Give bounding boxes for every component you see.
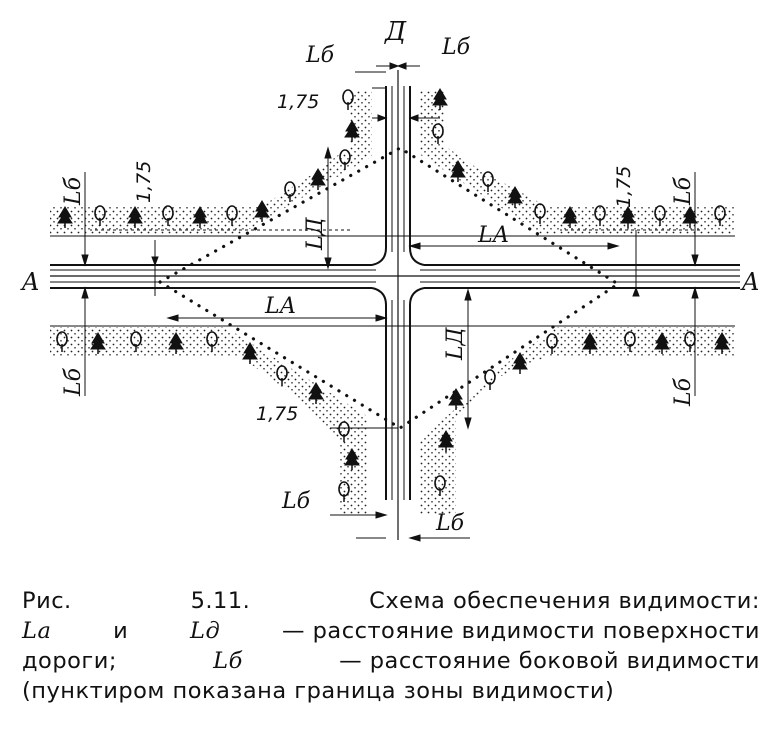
label-175-right: 1,75 <box>613 166 635 208</box>
tree-icons <box>56 88 730 502</box>
caption-prefix: Рис. <box>22 588 72 614</box>
caption-number: 5.11. <box>190 588 251 614</box>
caption-symbol-la: Lа <box>22 618 52 644</box>
visibility-boundary <box>156 146 621 430</box>
label-lb-right-lower: Lб <box>671 377 696 407</box>
roadside-forest-zones <box>50 90 735 514</box>
figure-caption: Рис. 5.11. Схема обеспечения видимости: … <box>22 586 760 706</box>
caption-road: дороги; <box>22 648 117 674</box>
label-lb-left-upper: Lб <box>61 176 86 206</box>
label-lb-left-lower: Lб <box>61 367 86 397</box>
label-175-bottom: 1,75 <box>256 403 298 425</box>
visibility-zones <box>160 148 618 428</box>
caption-symbol-ld: Lд <box>190 618 221 644</box>
secondary-road-d <box>371 70 425 540</box>
main-road-a <box>50 235 740 327</box>
label-section-a-left: A <box>20 268 39 296</box>
label-lb-bottom-left: Lб <box>281 489 311 514</box>
label-ld-upper: LД <box>303 216 328 251</box>
label-section-d: Д <box>384 17 407 47</box>
caption-line-4: (пунктиром показана граница зоны видимос… <box>22 676 760 706</box>
label-lb-top-left: Lб <box>305 43 335 68</box>
caption-title: Схема обеспечения видимости: <box>369 588 760 614</box>
label-175-top: 1,75 <box>277 91 319 113</box>
caption-line-2: Lа и Lд — расстояние видимости поверхнос… <box>22 616 760 646</box>
caption-note: (пунктиром показана граница зоны видимос… <box>22 678 615 704</box>
caption-line-1: Рис. 5.11. Схема обеспечения видимости: <box>22 586 760 616</box>
label-la-right: LА <box>477 223 509 248</box>
caption-ld-definition: — расстояние видимости поверхности <box>281 618 760 644</box>
caption-lb-definition: — расстояние боковой видимости <box>339 648 760 674</box>
label-la-left: LА <box>264 294 296 319</box>
caption-symbol-lb: Lб <box>213 648 243 674</box>
label-section-a-right: A <box>740 268 759 296</box>
intersection-visibility-diagram: A A Д LА LА LД LД Lб Lб Lб Lб Lб Lб Lб L… <box>20 17 759 542</box>
caption-and: и <box>113 618 129 644</box>
dimension-lines <box>81 62 700 542</box>
label-lb-top-right: Lб <box>441 35 471 60</box>
label-ld-lower: LД <box>443 326 468 361</box>
label-lb-right-upper: Lб <box>671 176 696 206</box>
caption-line-3: дороги; Lб — расстояние боковой видимост… <box>22 646 760 676</box>
label-175-left: 1,75 <box>133 161 155 203</box>
label-lb-bottom-right: Lб <box>435 511 465 536</box>
